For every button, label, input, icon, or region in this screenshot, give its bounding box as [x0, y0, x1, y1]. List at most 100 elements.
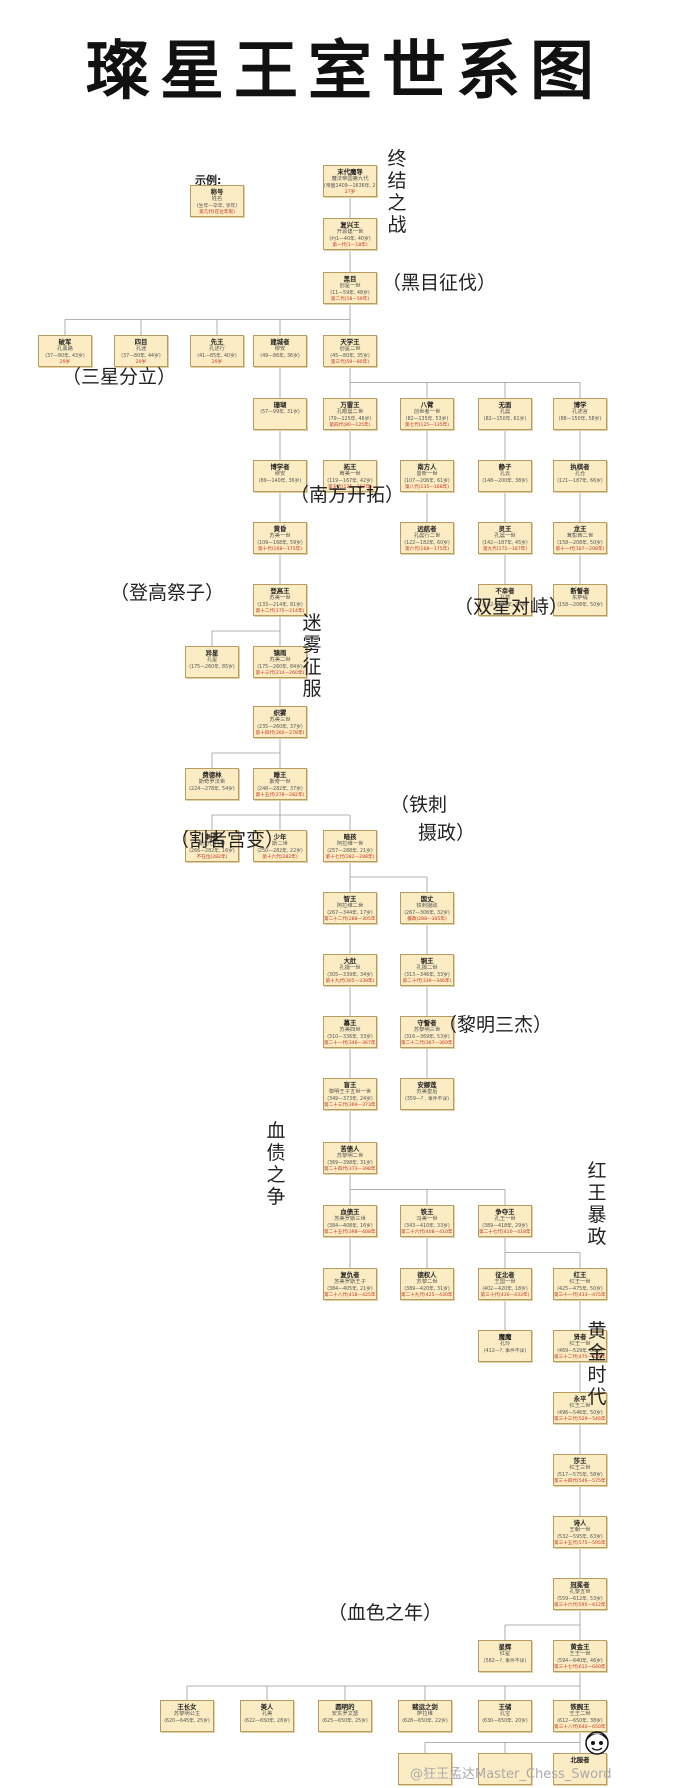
era-annotation: （登高祭子）	[110, 582, 225, 604]
person-title: 魔法帝国第九代	[331, 176, 369, 182]
legend-node: 称号 姓名 (生年—卒年, 享年) 第几代(在位年限)	[190, 185, 244, 217]
person-node: 红王红王一世(425—475年, 50岁)第三十一代(433—475年)	[553, 1268, 607, 1300]
legend-title: 姓名	[211, 196, 223, 202]
person-name: 南方人	[417, 463, 437, 471]
person-dates: (11—59年, 48岁)	[330, 291, 370, 296]
person-name: 四目	[134, 338, 148, 346]
person-name: 刺者	[205, 833, 219, 841]
legend-name: 称号	[210, 188, 224, 196]
person-node: 断誓者东萨缇(158—208年, 50岁)	[553, 584, 607, 616]
person-title: 苏美一世	[269, 533, 291, 539]
person-reign: 第二十七代(410—418年)	[479, 1230, 532, 1235]
person-name: 静子	[498, 463, 512, 471]
person-reign: 第二十代(339—346年)	[402, 979, 452, 984]
person-dates: (343—410年, 33岁)	[404, 1224, 450, 1229]
person-name: 莎王	[573, 1457, 587, 1465]
person-node: 复仇者苏美罗斯王子(384—405年, 21岁)第二十八代(418—425年)	[323, 1268, 377, 1300]
era-annotation: （双星对峙）	[454, 596, 569, 618]
person-dates: (79—125年, 46岁)	[328, 417, 372, 422]
person-title: 音昕一世	[416, 471, 438, 477]
person-reign: 第十九代(305—339年)	[325, 979, 375, 984]
person-dates: (622—650年, 28岁)	[244, 1719, 290, 1724]
era-annotation: （血色之年）	[328, 1602, 443, 1624]
person-node: 天学王创星二世(45—80年, 35岁)第三代(59—80年)	[323, 335, 377, 367]
legend-label: 示例:	[195, 174, 222, 187]
cartoon-face-icon	[585, 1731, 609, 1755]
person-name: 万雷王	[340, 401, 360, 409]
person-dates: (267—344年, 17岁)	[327, 911, 373, 916]
person-node: 冠冕者孔黎五世(559—612年, 53岁)第三十六代(595—612年)	[553, 1578, 607, 1610]
person-title: 创星一世	[339, 283, 361, 289]
person-name: 异星	[205, 649, 219, 657]
person-dates: (37—80年, 44岁)	[121, 354, 161, 359]
person-node: 费德林斯奇罗法希(224—278年, 54岁)	[185, 768, 239, 800]
person-dates: (248—282年, 37岁)	[257, 787, 303, 792]
person-name: 不幸者	[495, 587, 515, 595]
person-name: 黄昏	[273, 525, 287, 533]
person-name: 慕王	[343, 1019, 357, 1027]
person-dates: (384—405年, 21岁)	[327, 1287, 373, 1292]
person-reign: 第二十三代(369—373年)	[324, 1103, 377, 1108]
legend-reign: 第几代(在位年限)	[199, 210, 235, 215]
person-reign: 第二十六代(408—410年)	[401, 1230, 454, 1235]
person-name: 征北者	[495, 1271, 515, 1279]
person-name: 安娜莲	[417, 1081, 437, 1089]
person-dates: (235—260年, 37岁)	[257, 725, 303, 730]
person-name: 织雾	[273, 709, 287, 717]
person-title: 红王一世	[569, 1279, 591, 1285]
person-title: 萨拉维	[417, 1711, 433, 1717]
person-dates: (175—260年, 85岁)	[189, 665, 235, 670]
person-dates: (559—612年, 53岁)	[557, 1597, 603, 1602]
person-dates: (41—85年, 40岁)	[197, 354, 237, 359]
person-title: 孔摄二世	[416, 965, 438, 971]
person-dates: (349—373年, 24岁)	[327, 1097, 373, 1102]
person-title: 红王二世	[569, 1403, 591, 1409]
person-node: 圆明的安东罗文瑟(625—650年, 25岁)	[318, 1700, 372, 1732]
person-node: 永平红王二世(496—546年, 50岁)第三十三代(529—546年)	[553, 1392, 607, 1424]
person-reign: 第三十三代(529—546年)	[554, 1417, 607, 1422]
era-annotation: 终结之战	[387, 148, 407, 236]
person-name: 末代魔导	[337, 168, 363, 176]
person-name: 血债王	[340, 1208, 360, 1216]
person-name: 镇雨	[273, 649, 287, 657]
person-dates: (49—86年, 36岁)	[260, 354, 300, 359]
watermark: @狂王孟达Master_Chess_Sword	[410, 1767, 612, 1782]
person-reign: 第五代(125—167年)	[327, 485, 373, 490]
person-node: 织雾苏美三世(235—260年, 37岁)第十四代(260—278年)	[253, 706, 307, 738]
person-dates: (121—187年, 66岁)	[557, 479, 603, 484]
person-dates: (257—288年, 21岁)	[327, 849, 373, 854]
person-name: 德权人	[417, 1271, 437, 1279]
person-dates: (594—640年, 46岁)	[557, 1659, 603, 1664]
person-node: 铜王孔摄二世(313—346年, 33岁)第二十代(339—346年)	[400, 954, 454, 986]
person-title: 苏美罗斯三世	[334, 1216, 366, 1222]
person-name: 珊瑚	[273, 401, 287, 409]
person-name: 大肚	[343, 957, 357, 965]
person-dates: (37—80年, 43岁)	[45, 354, 85, 359]
person-node: 万雷王孔眼晨二世(79—125年, 46岁)第四代(80—125年)	[323, 398, 377, 430]
person-node: 德权人苏黎二世(389—420年, 31岁)第二十九代(425—430年)	[400, 1268, 454, 1300]
person-name: 圆明的	[335, 1703, 355, 1711]
person-name: 魔魔	[498, 1333, 512, 1341]
person-title: 苏美二世	[269, 657, 291, 663]
person-name: 执棋者	[570, 463, 590, 471]
person-title: 茸美一世	[339, 471, 361, 477]
person-reign: 第二十二代(367—369年)	[401, 1041, 454, 1046]
person-node: 盲王黎明王子五世一世(349—373年, 24岁)第二十三代(369—373年)	[323, 1078, 377, 1110]
person-node: 睡王斯奇一世(248—282年, 37岁)第十五代(278—282年)	[253, 768, 307, 800]
person-reign: 第二十一代(346—367年)	[324, 1041, 377, 1046]
person-title: 斯二世	[272, 841, 288, 847]
person-node	[478, 1753, 532, 1785]
person-title: 孔云	[499, 471, 511, 477]
person-node: 守誓者苏黎明三世(316—369年, 53岁)第二十二代(367—369年)	[400, 1016, 454, 1048]
person-name: 睡王	[273, 771, 287, 779]
person-dates: (412—?, 事件不详)	[483, 1349, 527, 1354]
person-title: 苏黎明二世	[336, 1153, 364, 1159]
person-node: 美人孔美(622—650年, 28岁)	[240, 1700, 294, 1732]
person-title: 孔黎五世	[569, 1589, 591, 1595]
person-name: 先王	[210, 338, 224, 346]
person-dates: (89—140年, 36岁)	[258, 479, 302, 484]
person-node: 无面孔晨(82—150年, 61岁)	[478, 398, 532, 430]
person-name: 王长女	[177, 1703, 197, 1711]
person-title: 孔玲	[499, 1341, 511, 1347]
person-node: 建城者穆安(49—86年, 36岁)	[253, 335, 307, 367]
